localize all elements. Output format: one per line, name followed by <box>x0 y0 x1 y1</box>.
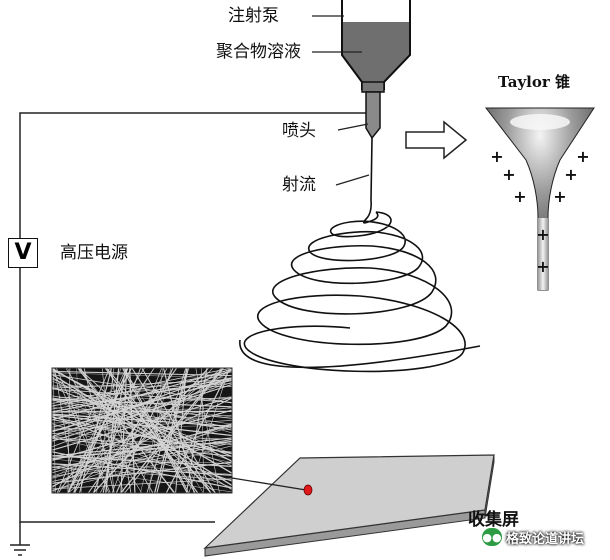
charge-sign: + <box>490 147 503 166</box>
voltmeter-icon: V <box>8 238 38 268</box>
collector-plate <box>205 455 494 556</box>
ground-symbol <box>10 545 30 555</box>
charge-sign: + <box>564 165 577 184</box>
nozzle-label: 喷头 <box>282 121 316 141</box>
charge-sign: + <box>536 225 549 244</box>
power-supply-label: 高压电源 <box>60 243 128 263</box>
jet-label: 射流 <box>282 175 316 195</box>
taylor-cone-label: Taylor 锥 <box>498 72 570 92</box>
charge-sign: + <box>502 165 515 184</box>
syringe <box>342 0 410 138</box>
charge-sign: + <box>536 257 549 276</box>
watermark: ●● 格致论道讲坛 <box>482 526 584 548</box>
syringe-neck <box>362 82 384 92</box>
wechat-icon: ●● <box>482 528 502 546</box>
arrow-right-icon <box>406 122 466 158</box>
watermark-text: 格致论道讲坛 <box>506 528 584 547</box>
polymer-solution-label: 聚合物溶液 <box>216 42 301 62</box>
nanofiber-micrograph <box>52 368 232 493</box>
charge-sign: + <box>553 187 566 206</box>
charge-sign: + <box>576 147 589 166</box>
jet-whipping-spiral <box>240 138 480 371</box>
deposition-marker <box>304 485 312 495</box>
syringe-pump-label: 注射泵 <box>228 6 279 26</box>
nozzle <box>366 92 380 138</box>
charge-sign: + <box>513 187 526 206</box>
